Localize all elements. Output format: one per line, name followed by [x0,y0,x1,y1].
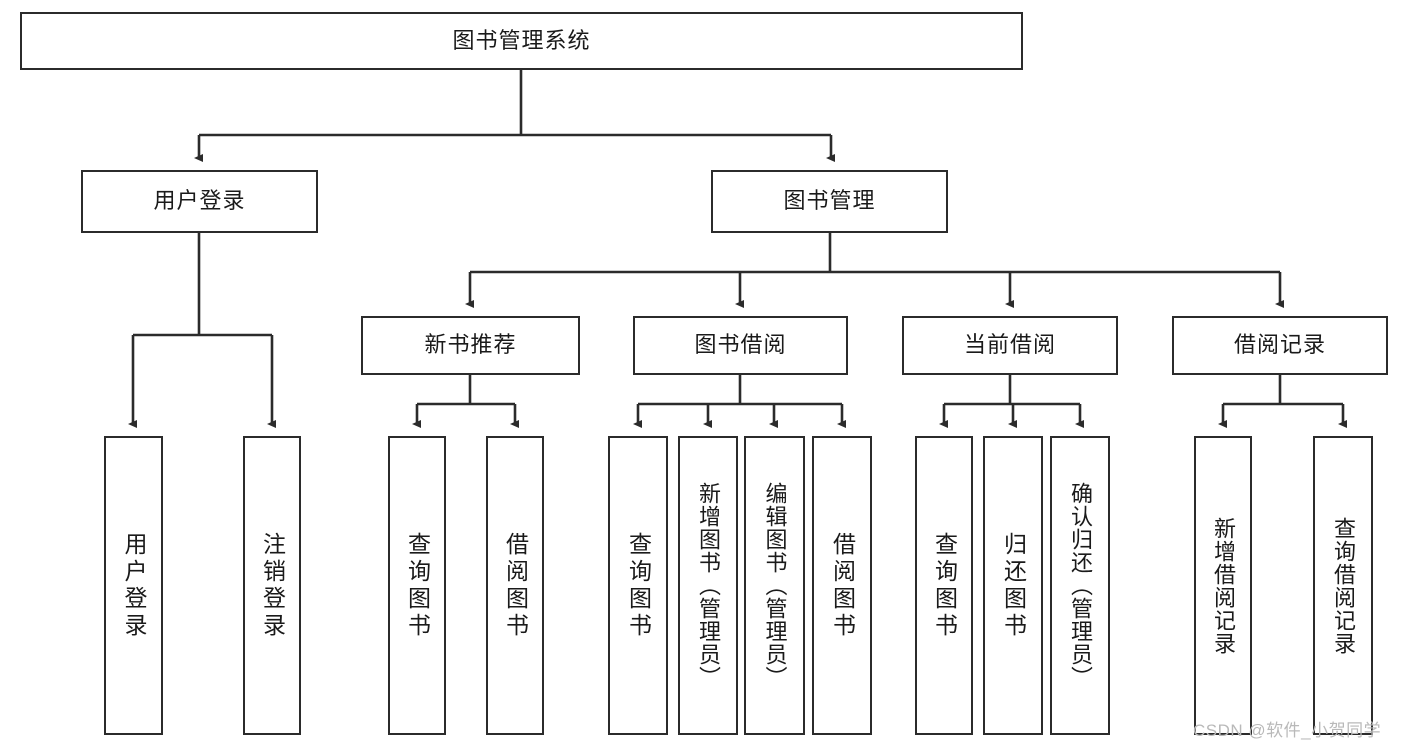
node-leaf-return-book[interactable]: 归还图书 [983,436,1043,735]
node-book-borrow[interactable]: 图书借阅 [633,316,848,375]
node-user-login[interactable]: 用户登录 [81,170,318,233]
node-user-login-label: 用户登录 [153,188,246,214]
node-leaf-return-book-label: 归还图书 [1000,531,1027,640]
node-leaf-add-record-label: 新增借阅记录 [1211,516,1236,655]
node-leaf-borrow-book-2-label: 借阅图书 [829,531,856,640]
node-new-book-recommend-label: 新书推荐 [424,332,517,358]
node-borrow-record-label: 借阅记录 [1233,332,1326,358]
node-root[interactable]: 图书管理系统 [20,12,1023,70]
node-leaf-borrow-book-1-label: 借阅图书 [502,531,529,640]
node-leaf-logout[interactable]: 注销登录 [243,436,301,735]
node-leaf-add-book-label: 新增图书（管理员） [696,482,721,689]
node-leaf-query-book-3-label: 查询图书 [931,531,958,640]
node-book-borrow-label: 图书借阅 [694,332,787,358]
node-book-manage-label: 图书管理 [783,188,876,214]
node-leaf-add-book[interactable]: 新增图书（管理员） [678,436,738,735]
node-leaf-query-book-2-label: 查询图书 [625,531,652,640]
node-leaf-query-record[interactable]: 查询借阅记录 [1313,436,1373,735]
node-borrow-record[interactable]: 借阅记录 [1172,316,1388,375]
node-leaf-confirm-return-label: 确认归还（管理员） [1068,482,1093,689]
node-leaf-user-login[interactable]: 用户登录 [104,436,163,735]
node-leaf-edit-book[interactable]: 编辑图书（管理员） [744,436,805,735]
node-leaf-edit-book-label: 编辑图书（管理员） [762,482,788,689]
node-new-book-recommend[interactable]: 新书推荐 [361,316,580,375]
node-leaf-query-book-3[interactable]: 查询图书 [915,436,973,735]
node-leaf-query-book-1[interactable]: 查询图书 [388,436,446,735]
node-leaf-query-book-2[interactable]: 查询图书 [608,436,668,735]
node-current-borrow[interactable]: 当前借阅 [902,316,1118,375]
node-current-borrow-label: 当前借阅 [963,332,1056,358]
node-book-manage[interactable]: 图书管理 [711,170,948,233]
node-leaf-user-login-label: 用户登录 [121,531,147,640]
node-root-label: 图书管理系统 [452,27,591,53]
node-leaf-borrow-book-1[interactable]: 借阅图书 [486,436,544,735]
node-leaf-borrow-book-2[interactable]: 借阅图书 [812,436,872,735]
node-leaf-confirm-return[interactable]: 确认归还（管理员） [1050,436,1110,735]
node-leaf-add-record[interactable]: 新增借阅记录 [1194,436,1252,735]
node-leaf-logout-label: 注销登录 [259,531,286,640]
node-leaf-query-book-1-label: 查询图书 [404,531,431,640]
node-leaf-query-record-label: 查询借阅记录 [1331,516,1356,655]
watermark: CSDN @软件_小贺同学 [1193,721,1382,740]
